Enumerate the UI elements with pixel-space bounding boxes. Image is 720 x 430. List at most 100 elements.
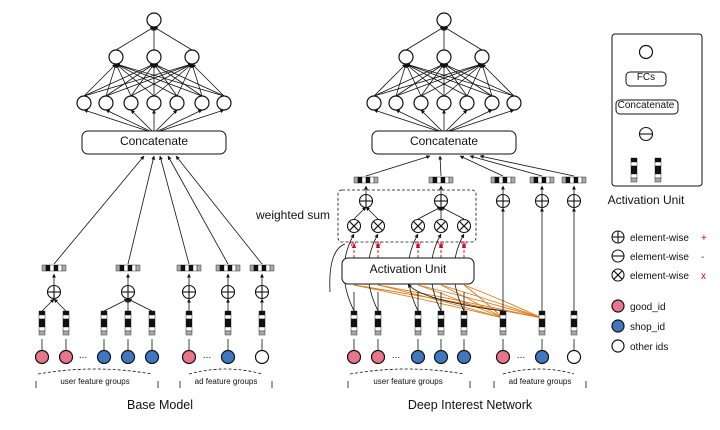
- din-edge-concat-bot: [443, 109, 515, 134]
- din-emb-2: [414, 310, 422, 336]
- base-edge-mid-top: [115, 26, 155, 51]
- din-edge-concat-bot: [395, 109, 445, 134]
- din-edge-bot-mid: [481, 63, 515, 97]
- base-ad-pooled-emb-1: [215, 264, 241, 272]
- din-edge-bot-mid: [443, 63, 493, 97]
- base-edge-bot-mid: [115, 63, 178, 97]
- din-pooled-emb-0: [353, 176, 379, 184]
- din-ellipsis-user: ...: [392, 350, 400, 361]
- din-weight-label-3: w: [414, 239, 421, 248]
- base-emb-3: [124, 310, 132, 336]
- din-edge-bot-mid: [373, 63, 483, 97]
- din-edge-adhemb-concat: [459, 155, 504, 177]
- din-attention-link: [440, 284, 504, 319]
- din-weight-label-4: w: [437, 239, 444, 248]
- base-emb-6: [224, 310, 232, 336]
- legend-plus-icon: [611, 230, 625, 244]
- din-edge-mul-sum: [417, 206, 442, 220]
- base-id-node-2: [96, 349, 112, 365]
- au-concat-box: [615, 99, 679, 115]
- base-ad-pooled-emb-2: [249, 264, 275, 272]
- din-attention-link: [463, 284, 504, 319]
- base-edge-hemb-concat: [175, 155, 263, 265]
- base-hidden2-node-2: [184, 49, 200, 65]
- din-edge-concat-bot: [443, 109, 493, 134]
- base-emb-2: [100, 310, 108, 336]
- din-concat-label: Concatenate: [410, 134, 478, 148]
- din-edge-bot-mid: [405, 63, 515, 97]
- base-edge-bot-mid: [191, 63, 203, 97]
- din-edge-concat-bot: [443, 109, 468, 134]
- din-hidden2-node-2: [474, 49, 490, 65]
- din-edge-bot-mid: [420, 63, 445, 97]
- din-emb-7: [570, 310, 578, 336]
- base-emb-5: [185, 310, 193, 336]
- din-mul-node-2: [410, 218, 426, 234]
- base-edge-emb-sum: [103, 298, 129, 312]
- base-hidden1-node-3: [146, 95, 162, 111]
- din-attention-link: [377, 284, 504, 319]
- base-ad-sum-node-1: [220, 284, 236, 300]
- din-edge-mul-sum: [440, 206, 465, 220]
- base-edge-bot-mid: [115, 63, 225, 97]
- din-ad-sum-node-1: [534, 193, 550, 209]
- base-edge-bot-mid: [153, 63, 203, 97]
- base-edge-bot-mid: [153, 63, 225, 97]
- din-hidden1-node-1: [388, 95, 404, 111]
- base-edge-bot-mid: [105, 63, 117, 97]
- base-edge-bot-mid: [130, 63, 155, 97]
- base-edge-mid-top: [153, 26, 193, 51]
- legend-id-good-label: good_id: [630, 302, 666, 313]
- din-activation-unit-label: Activation Unit: [370, 262, 447, 276]
- base-ad-group-label: ad feature groups: [195, 377, 258, 386]
- din-edge-adhemb-concat: [469, 155, 543, 177]
- base-edge-bot-mid: [176, 63, 193, 97]
- din-edge-bot-mid: [373, 63, 407, 97]
- din-edge-hemb-concat: [365, 155, 431, 177]
- din-emb-1: [374, 310, 382, 336]
- base-id-node-3: [120, 349, 136, 365]
- din-ad-to-au-edge: [407, 283, 504, 312]
- legend-minus-icon: [611, 249, 625, 263]
- au-concat-label: Concatenate: [618, 100, 675, 111]
- din-au-side-edge: [329, 243, 346, 293]
- din-edge-mid-top: [443, 26, 483, 51]
- din-edge-bot-mid: [395, 63, 407, 97]
- base-ad-sum-node-2: [254, 284, 270, 300]
- din-edge-bot-mid: [373, 63, 445, 97]
- base-id-node-5: [181, 349, 197, 365]
- base-sum-node-1: [120, 284, 136, 300]
- din-id-node-4: [456, 349, 472, 365]
- din-ad-sum-node-2: [566, 193, 582, 209]
- base-edge-bot-mid: [115, 63, 155, 97]
- din-ad-bracket: [502, 368, 575, 375]
- din-ad-pooled-emb-1: [529, 176, 555, 184]
- base-hidden2-node-1: [146, 49, 162, 65]
- din-attention-link: [417, 284, 504, 319]
- din-ad-group-label: ad feature groups: [509, 377, 572, 386]
- din-edge-adhemb-concat: [479, 154, 575, 177]
- din-edge-mul-sum: [365, 206, 379, 220]
- legend-op-minus-suffix: -: [701, 252, 704, 263]
- din-edge-concat-bot: [373, 109, 445, 134]
- din-weight-label-1: w: [349, 239, 356, 248]
- base-id-node-6: [220, 349, 236, 365]
- au-emb-right: [654, 157, 662, 183]
- din-hidden2-node-0: [398, 49, 414, 65]
- din-attention-link: [353, 284, 543, 319]
- din-id-node-2: [410, 349, 426, 365]
- din-mul-node-0: [346, 218, 362, 234]
- din-id-node-0: [346, 349, 362, 365]
- din-output-node: [436, 12, 452, 28]
- din-emb-3: [437, 310, 445, 336]
- base-id-node-0: [34, 349, 50, 365]
- din-attention-link: [353, 284, 504, 319]
- din-ellipsis-ad: ...: [517, 350, 525, 361]
- base-edge-hemb-concat: [53, 155, 145, 265]
- din-edge-bot-mid: [405, 63, 468, 97]
- din-edge-bot-mid: [466, 63, 483, 97]
- shapes-layer: [34, 12, 703, 365]
- din-hidden1-node-6: [506, 95, 522, 111]
